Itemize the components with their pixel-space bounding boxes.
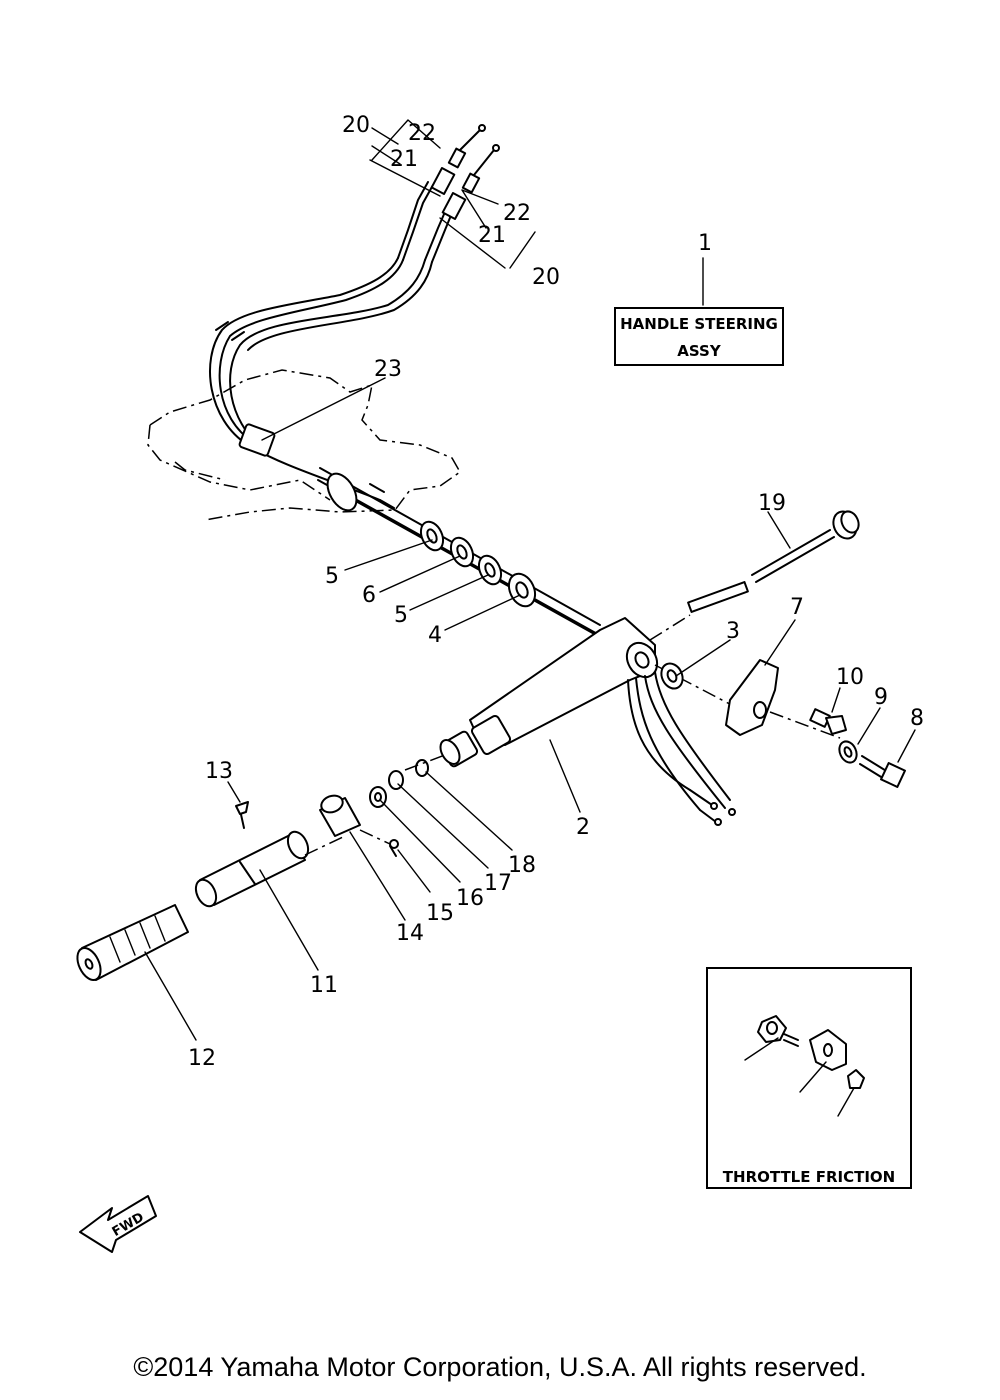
- part-label: 20: [532, 265, 560, 290]
- part-label: 1: [698, 231, 712, 256]
- assy-box-line2: ASSY: [677, 342, 722, 360]
- part-label: 4: [428, 623, 442, 648]
- throttle-grip: [194, 794, 399, 908]
- part-label: 7: [790, 595, 804, 620]
- inset-title: THROTTLE FRICTION: [723, 1168, 895, 1186]
- bracket-and-bolts: [654, 659, 906, 788]
- throttle-cables: [209, 124, 500, 501]
- part-label: 19: [758, 491, 786, 516]
- steering-arm: [439, 617, 736, 826]
- part-label: 13: [205, 759, 233, 784]
- part-label: 10: [836, 665, 864, 690]
- part-label: 3: [726, 619, 740, 644]
- part-label: 6: [362, 583, 376, 608]
- part-label: 8: [910, 706, 924, 731]
- part-label: 9: [874, 685, 888, 710]
- shaft-19: [649, 510, 860, 641]
- engine-outline: [147, 369, 461, 521]
- part-label: 18: [508, 853, 536, 878]
- part-label: 15: [426, 901, 454, 926]
- part-label: 21: [478, 223, 506, 248]
- fwd-arrow: FWD: [79, 1195, 157, 1253]
- throttle-friction-inset: THROTTLE FRICTION: [706, 967, 912, 1189]
- small-parts: [369, 754, 446, 808]
- washers: [419, 520, 537, 608]
- assy-box-line1: HANDLE STEERING: [620, 315, 778, 333]
- part-label: 16: [456, 886, 484, 911]
- part-label: 11: [310, 973, 338, 998]
- copyright-notice: ©2014 Yamaha Motor Corporation, U.S.A. A…: [133, 1352, 867, 1382]
- part-label: 21: [390, 147, 418, 172]
- part-label: 5: [394, 603, 408, 628]
- part-label: 22: [408, 121, 436, 146]
- part-label: 22: [503, 201, 531, 226]
- part-label: 12: [188, 1046, 216, 1071]
- leader-lines: [144, 119, 916, 1041]
- part-label: 20: [342, 113, 370, 138]
- part-label: 2: [576, 815, 590, 840]
- part-label: 17: [484, 871, 512, 896]
- assy-label-box: HANDLE STEERING ASSY: [614, 307, 784, 366]
- part-label: 5: [325, 564, 339, 589]
- grip-12: [76, 904, 189, 981]
- part-label: 23: [374, 357, 402, 382]
- part-label: 14: [396, 921, 424, 946]
